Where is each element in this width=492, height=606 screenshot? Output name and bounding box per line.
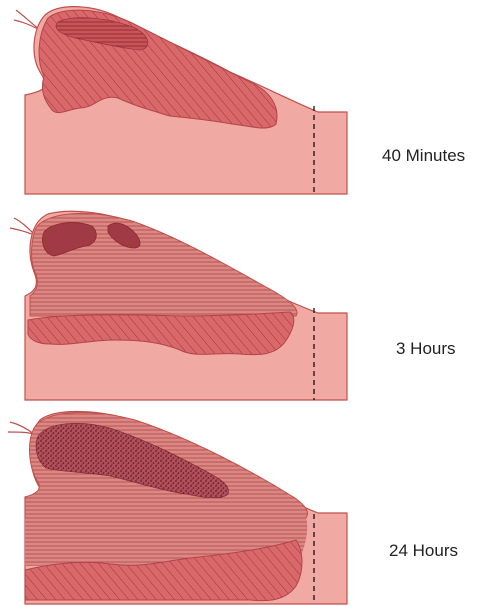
- panel-label-24-hours: 24 Hours: [389, 541, 458, 561]
- panel-3-hours: [10, 211, 347, 400]
- panel-40-minutes: [14, 7, 347, 194]
- panel-label-3-hours: 3 Hours: [396, 339, 456, 359]
- root-tendril: [14, 10, 40, 30]
- panel-label-40-minutes: 40 Minutes: [382, 146, 465, 166]
- root-tendril: [8, 422, 34, 434]
- panel-24-hours: [8, 412, 347, 605]
